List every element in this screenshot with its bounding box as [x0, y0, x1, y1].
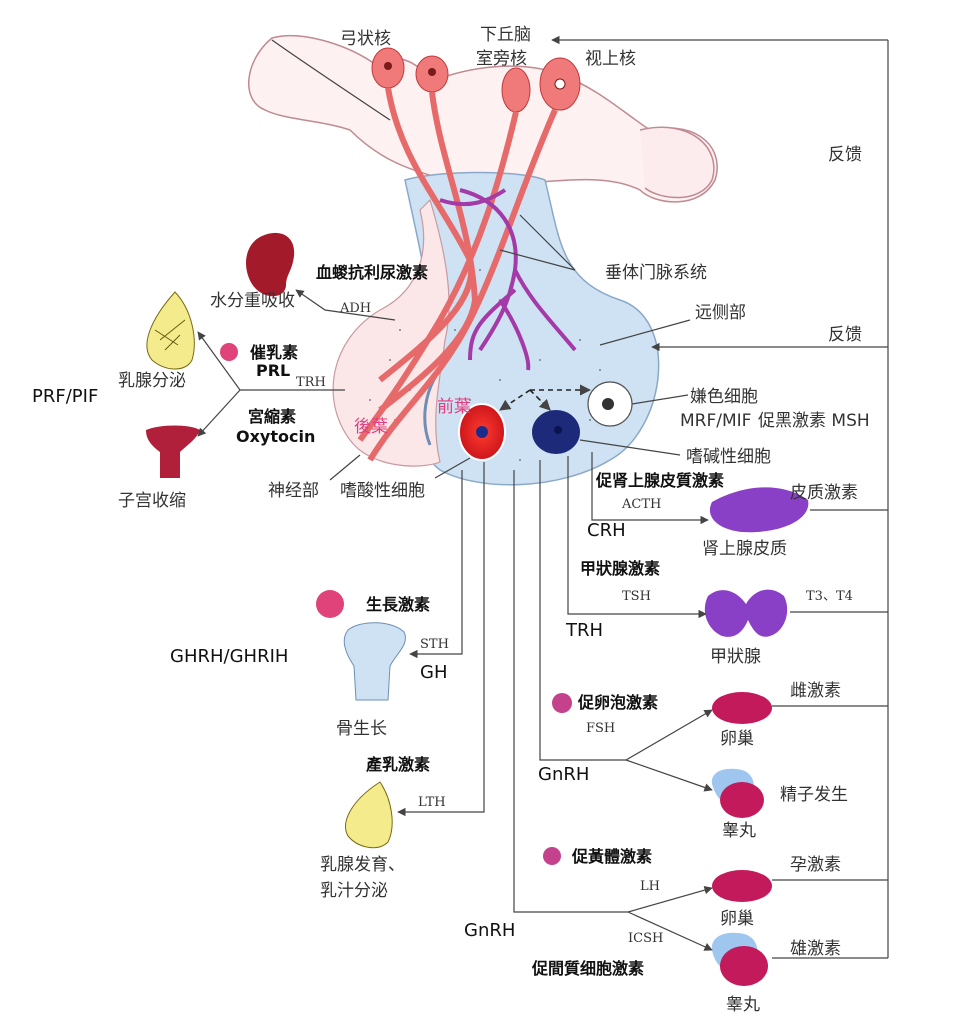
label-fsh: FSH: [586, 721, 615, 736]
label-prl-cn: 催乳素: [250, 343, 298, 362]
label-thyroid: 甲狀腺: [710, 647, 761, 667]
label-cortex-hormone: 皮质激素: [790, 483, 858, 503]
label-tsh: TSH: [622, 589, 651, 604]
testis-icon-1: [711, 768, 764, 818]
bone-icon: [343, 622, 406, 701]
label-sth: STH: [420, 637, 449, 652]
label-progesterone: 孕激素: [790, 855, 841, 875]
label-gh-cn: 生長激素: [366, 595, 430, 614]
lh-dot: [543, 847, 561, 865]
label-ghrh: GHRH/GHRIH: [170, 646, 288, 667]
ovary-icon-1: [712, 692, 772, 724]
uterus-icon: [146, 425, 200, 478]
label-prf: PRF/PIF: [32, 386, 98, 407]
label-adh: ADH: [339, 301, 371, 316]
label-acth: ACTH: [621, 497, 661, 512]
neurons: [357, 47, 581, 462]
label-icsh-cn: 促間質细胞激素: [531, 959, 644, 978]
label-acidophil: 嗜酸性细胞: [340, 481, 425, 501]
label-chromophobe: 嫌色细胞: [690, 387, 758, 407]
label-ovary-2: 卵巢: [720, 909, 754, 929]
label-hypothalamus: 下丘脑: [480, 25, 531, 45]
label-fsh-cn: 促卵泡激素: [577, 693, 658, 712]
label-posterior: 後葉: [354, 417, 388, 437]
label-msh: 促黑激素 MSH: [758, 411, 870, 431]
label-ovary-1: 卵巢: [720, 729, 754, 749]
mammary-gland-icon-2: [345, 781, 393, 849]
label-crh: CRH: [587, 520, 626, 541]
label-adh-cn: 血蝬抗利尿激素: [316, 263, 428, 282]
label-water: 水分重吸收: [210, 291, 295, 311]
label-gnrh-1: GnRH: [538, 764, 589, 785]
fsh-dot: [552, 693, 572, 713]
gh-dot: [316, 590, 344, 618]
label-feedback-mid: 反馈: [828, 325, 862, 345]
label-neural: 神经部: [268, 481, 319, 501]
label-lh-cn: 促黃體激素: [571, 847, 652, 866]
ovary-icon-2: [712, 870, 772, 902]
label-feedback-top: 反馈: [828, 145, 862, 165]
label-estrogen: 雌激素: [790, 681, 841, 701]
label-mrf: MRF/MIF: [680, 411, 751, 431]
label-trh: TRH: [565, 620, 603, 641]
label-androgen: 雄激素: [790, 939, 841, 959]
label-paraventricular: 室旁核: [476, 49, 527, 69]
label-mammary-dev-1: 乳腺发育、: [320, 855, 405, 875]
thyroid-icon: [704, 589, 788, 637]
label-anterior: 前葉: [437, 397, 471, 417]
label-uterus: 子宫收缩: [118, 491, 186, 511]
label-lth-cn: 產乳激素: [366, 755, 430, 774]
paraventricular-neuron: [501, 67, 531, 113]
connector-lines: [197, 35, 889, 959]
label-gnrh-2: GnRH: [464, 920, 515, 941]
label-distal: 远侧部: [695, 303, 746, 323]
label-tsh-cn: 甲狀腺激素: [580, 559, 660, 578]
label-mammary-secretion: 乳腺分泌: [118, 371, 186, 391]
label-lh: LH: [640, 879, 660, 894]
label-basophil: 嗜碱性细胞: [686, 447, 771, 467]
label-prl: PRL: [256, 361, 290, 380]
label-testis-1: 睾丸: [722, 821, 756, 841]
label-bone: 骨生长: [336, 719, 387, 739]
label-mammary-dev-2: 乳汁分泌: [320, 881, 388, 901]
prl-dot: [220, 343, 238, 361]
adrenal-icon: [709, 487, 809, 533]
label-testis-2: 睾丸: [726, 995, 760, 1015]
testis-icon-2: [711, 932, 768, 986]
label-t3t4: T3、T4: [806, 589, 853, 604]
mammary-gland-icon: [146, 291, 195, 370]
label-spermato: 精子发生: [780, 785, 848, 805]
label-supraoptic: 视上核: [585, 49, 636, 69]
label-acth-cn: 促肾上腺皮質激素: [595, 471, 724, 490]
label-oxytocin-cn: 宮縮素: [248, 407, 296, 426]
kidney-icon: [246, 232, 295, 297]
label-gh: GH: [420, 662, 447, 683]
label-icsh: ICSH: [628, 931, 663, 946]
label-portal: 垂体门脉系统: [605, 263, 707, 283]
label-lth: LTH: [418, 795, 446, 810]
label-arcuate: 弓状核: [340, 29, 391, 49]
label-adrenal: 肾上腺皮质: [702, 539, 787, 559]
label-oxytocin: Oxytocin: [236, 427, 315, 446]
label-trh-left: TRH: [296, 375, 326, 390]
portal-vessels: [459, 188, 577, 371]
